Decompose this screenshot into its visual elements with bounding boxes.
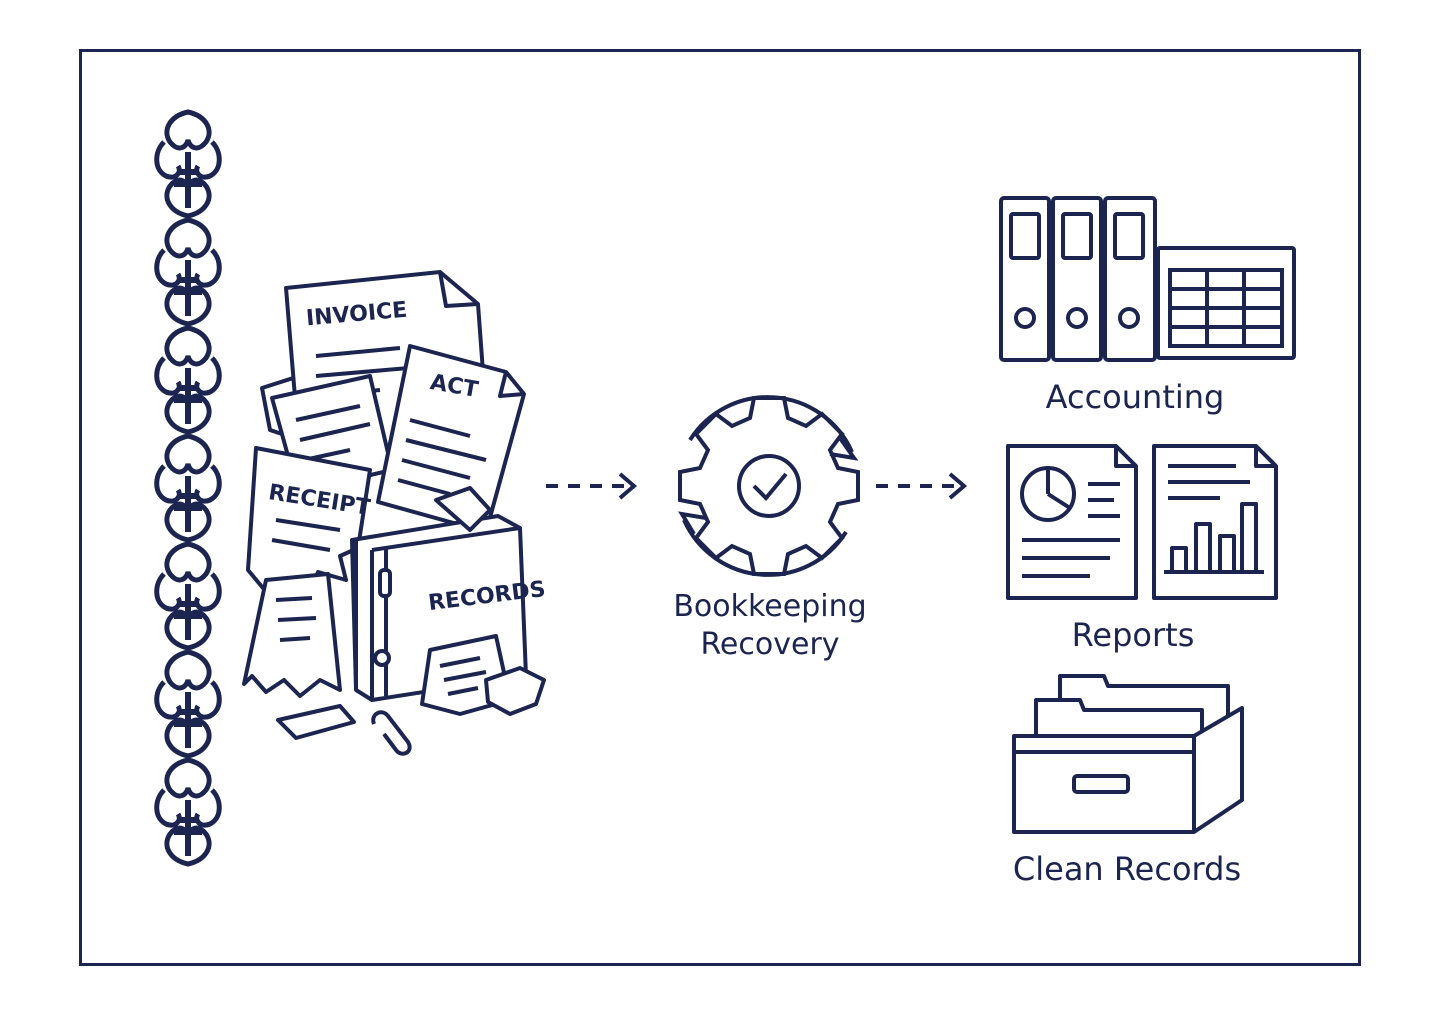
process-title-line2: Recovery	[700, 627, 840, 662]
clean-records-label: Clean Records	[1012, 850, 1242, 888]
report-documents-icon	[1006, 444, 1278, 600]
gear-check-cycle-icon	[678, 395, 860, 577]
binders-spreadsheet-icon	[999, 196, 1296, 362]
process-title-line1: Bookkeeping	[673, 589, 867, 624]
flow-arrow-2	[876, 472, 968, 500]
outer-frame	[79, 49, 1361, 966]
file-box-icon	[1012, 674, 1244, 834]
flow-arrow-1	[546, 472, 638, 500]
document-pile-icon	[242, 270, 546, 756]
accounting-label: Accounting	[1045, 378, 1225, 416]
reports-label: Reports	[1071, 616, 1195, 654]
process-title: Bookkeeping Recovery	[660, 588, 880, 664]
ornament-border	[157, 112, 220, 864]
